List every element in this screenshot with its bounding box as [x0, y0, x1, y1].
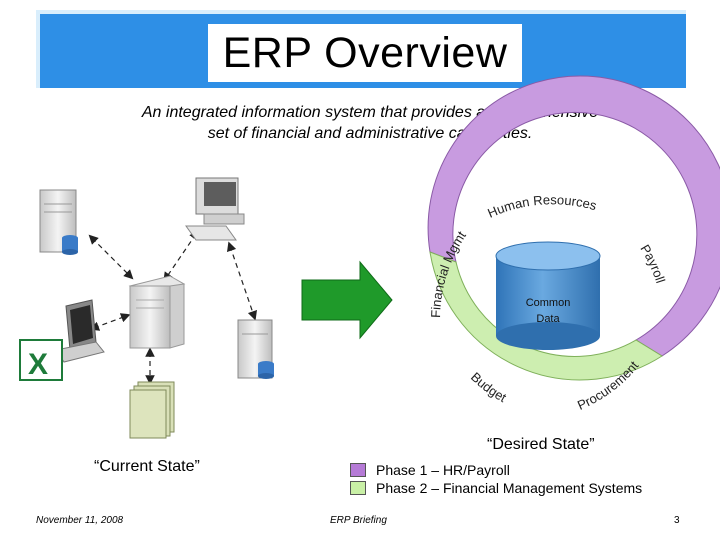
legend-phase1: Phase 1 – HR/Payroll: [350, 462, 510, 478]
module-human-resources: Human Resources: [485, 192, 599, 220]
transition-arrow-icon: [301, 260, 393, 340]
central-server-icon: [128, 275, 186, 349]
document-stack-icon: [129, 381, 175, 439]
footer-date: November 11, 2008: [36, 515, 124, 526]
server-database-icon-right: [237, 319, 274, 379]
footer-title: ERP Briefing: [330, 515, 387, 526]
page-number: 3: [674, 515, 680, 526]
laptop-icon: [55, 299, 105, 363]
current-state-label: “Current State”: [94, 458, 200, 475]
erp-module-ring: [425, 75, 720, 424]
title-box: ERP Overview: [208, 24, 522, 82]
legend-phase2-swatch: [350, 481, 366, 495]
legend-phase2-label: Phase 2 – Financial Management Systems: [376, 480, 643, 496]
legend-phase1-label: Phase 1 – HR/Payroll: [376, 462, 510, 478]
phase2-ring-segment: [429, 251, 663, 381]
excel-logo-icon: X: [19, 339, 63, 381]
module-payroll: Payroll: [637, 242, 668, 285]
phase1-ring-segment: [427, 75, 720, 357]
cylinder-label-line1: Common: [526, 297, 571, 309]
cylinder-label-line2: Data: [536, 313, 560, 325]
legend-phase2: Phase 2 – Financial Management Systems: [350, 480, 642, 496]
server-database-icon: [39, 189, 78, 255]
desktop-computer-icon: [185, 177, 245, 241]
subtitle-line-2: set of financial and administrative capa…: [207, 125, 533, 142]
slide-title: ERP Overview: [222, 28, 508, 77]
common-data-cylinder: Common Data: [495, 241, 601, 350]
svg-text:X: X: [28, 348, 48, 381]
connection-lines: [88, 230, 257, 385]
module-budget: Budget: [468, 369, 509, 405]
desired-state-label: “Desired State”: [487, 436, 595, 453]
legend-phase1-swatch: [350, 463, 366, 477]
